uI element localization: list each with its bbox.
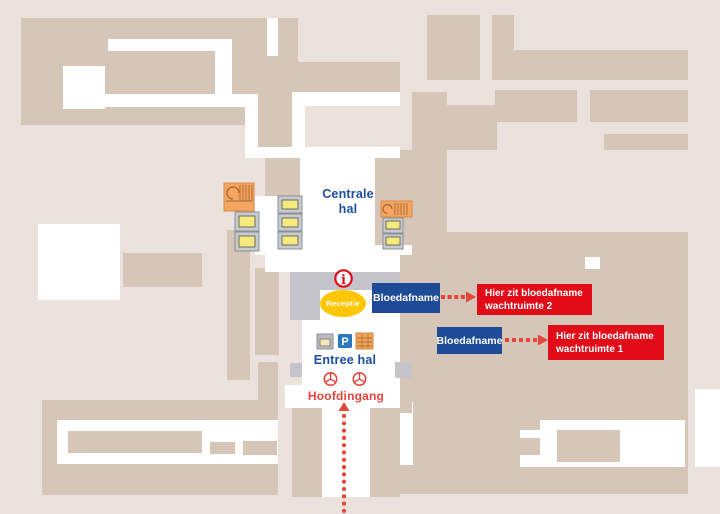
central-hall-line2: hal [338,202,358,216]
entrance-hall-label: Entree hal [313,353,377,367]
callout-waiting-room-2: Hier zit bloedafname wachtruimte 2 [477,284,592,315]
svg-text:i: i [341,273,346,288]
reception-badge: Receptie [320,290,366,317]
callout-waiting-room-1: Hier zit bloedafname wachtruimte 1 [548,325,664,360]
elevator-icon [277,213,303,232]
elevator-icon [382,233,404,250]
callout-2-line2: wachtruimte 2 [485,301,553,312]
elevator-icon [382,217,404,234]
stairs-icon [223,182,255,212]
reception-label: Receptie [326,299,360,308]
callout-2-line1: Hier zit bloedafname [485,288,583,299]
central-hall-line1: Centrale [322,187,374,201]
elevator-icon [277,195,303,214]
building-shapes [21,15,720,497]
elevator-icon [316,333,334,350]
revolving-door-icon [352,371,367,386]
parking-icon: P [338,334,352,348]
stairs-icon [380,200,413,218]
info-icon: i [334,269,353,288]
elevator-icon [234,211,260,232]
elevator-icon [277,231,303,250]
central-hall-label: Centrale hal [313,187,383,217]
revolving-door-icon [323,371,338,386]
elevator-icon [234,231,260,252]
main-entrance-label: Hoofdingang [307,389,385,403]
callout-1-line1: Hier zit bloedafname [556,331,654,342]
svg-text:P: P [341,336,348,348]
stairs-icon [355,332,374,350]
blood-draw-box-lower: Bloedafname [437,327,502,354]
callout-1-line2: wachtruimte 1 [556,344,624,355]
blood-draw-box-upper: Bloedafname [372,283,440,313]
